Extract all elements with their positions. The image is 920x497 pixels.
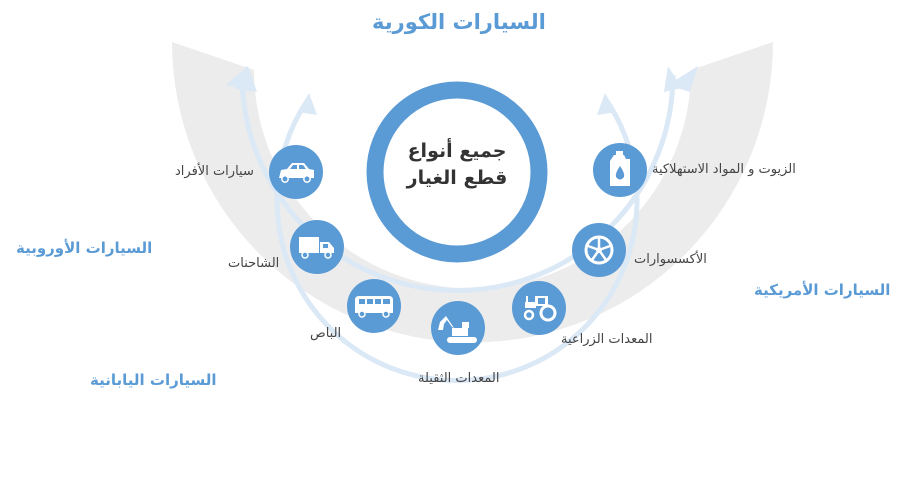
category-node-bus bbox=[347, 279, 401, 333]
middle-arrow-right-icon bbox=[597, 93, 616, 115]
center-title-line2: قطع الغيار bbox=[406, 167, 508, 189]
category-label-bus: الباص bbox=[310, 326, 342, 341]
inner-arc-middle bbox=[274, 99, 640, 383]
truck-icon bbox=[299, 237, 334, 259]
category-label-oils-consumables: الزيوت و المواد الاستهلاكية bbox=[652, 162, 796, 177]
category-node-car bbox=[269, 145, 323, 199]
inner-arc-outer bbox=[239, 74, 676, 293]
car-icon bbox=[279, 163, 314, 183]
market-label-korean: السيارات الكورية bbox=[372, 10, 546, 34]
excavator-icon bbox=[438, 316, 477, 343]
category-node-truck bbox=[290, 220, 344, 274]
bus-icon bbox=[355, 296, 393, 318]
category-label-passenger-cars: سيارات الأفراد bbox=[175, 164, 254, 179]
inner-arrow-right-icon bbox=[664, 66, 682, 92]
middle-arrow-left-icon bbox=[298, 93, 317, 115]
category-label-accessories: الأكسسوارات bbox=[634, 252, 707, 267]
category-label-agricultural-equipment: المعدات الزراعية bbox=[561, 332, 653, 347]
center-title-line1: جميع أنواع bbox=[407, 140, 507, 162]
oil-can-icon bbox=[610, 151, 630, 186]
inner-arrow-left-icon bbox=[234, 66, 252, 92]
market-label-european: السيارات الأوروبية bbox=[16, 239, 153, 257]
category-node-excavator bbox=[431, 301, 485, 355]
tractor-icon bbox=[523, 296, 557, 322]
market-label-japanese: السيارات اليابانية bbox=[90, 371, 217, 389]
category-node-tractor bbox=[512, 281, 566, 335]
market-label-american: السيارات الأمريكية bbox=[754, 281, 891, 299]
category-node-oils bbox=[593, 143, 647, 197]
category-label-heavy-equipment: المعدات الثقيلة bbox=[418, 371, 500, 386]
category-node-accessories bbox=[572, 223, 626, 277]
center-title: جميع أنواع قطع الغيار bbox=[402, 138, 512, 192]
wheel-icon bbox=[584, 235, 614, 265]
center-ring bbox=[366, 81, 548, 263]
category-label-trucks: الشاحنات bbox=[228, 256, 280, 271]
